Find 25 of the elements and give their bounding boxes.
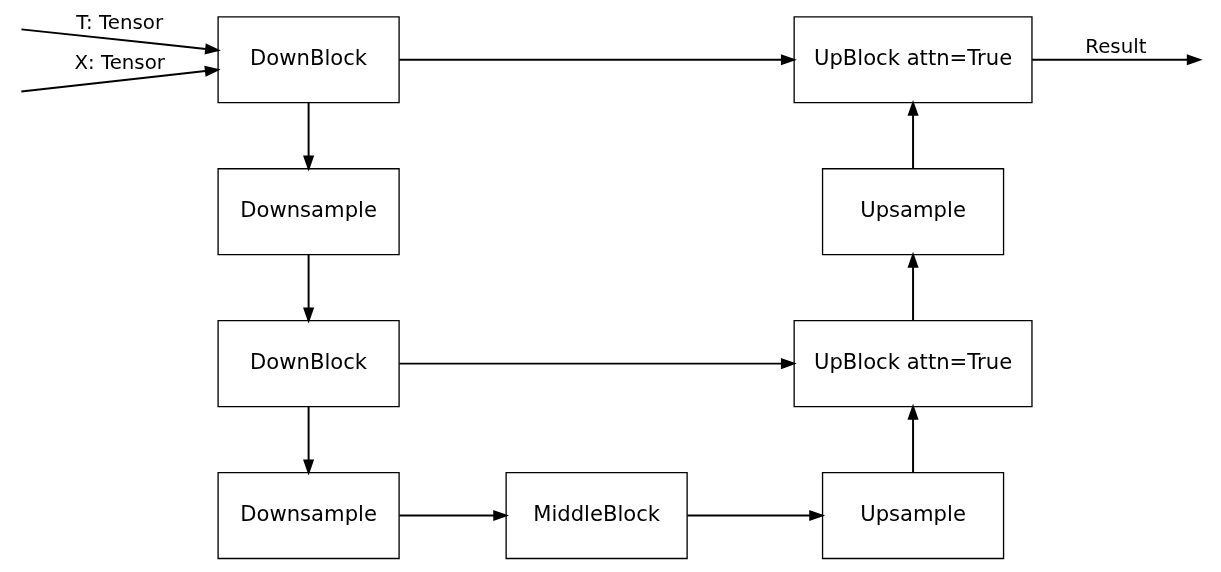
arrow: [907, 99, 919, 170]
edge-label: Result: [1085, 35, 1147, 59]
node-box: MiddleBlock: [505, 471, 688, 560]
arrow: [20, 28, 221, 55]
arrow: [907, 403, 919, 474]
node-box: DownBlock: [217, 16, 400, 104]
arrow: [907, 251, 919, 322]
arrow: [303, 101, 315, 172]
node-box: Downsample: [217, 471, 400, 560]
node-box: Downsample: [217, 168, 400, 256]
node-box: Upsample: [821, 471, 1005, 560]
arrow: [20, 65, 221, 93]
arrow: [398, 510, 510, 522]
node-box: DownBlock: [217, 320, 400, 408]
node-box: UpBlock attn=True: [793, 320, 1033, 408]
arrow: [686, 510, 826, 522]
arrow: [398, 358, 797, 370]
arrow: [303, 253, 315, 324]
edge-label: T: Tensor: [76, 11, 164, 35]
node-box: Upsample: [821, 168, 1005, 256]
arrow: [303, 405, 315, 476]
edge-label: X: Tensor: [74, 50, 165, 74]
node-box: UpBlock attn=True: [793, 16, 1033, 104]
arrow: [1031, 54, 1203, 66]
arrow: [398, 54, 797, 66]
